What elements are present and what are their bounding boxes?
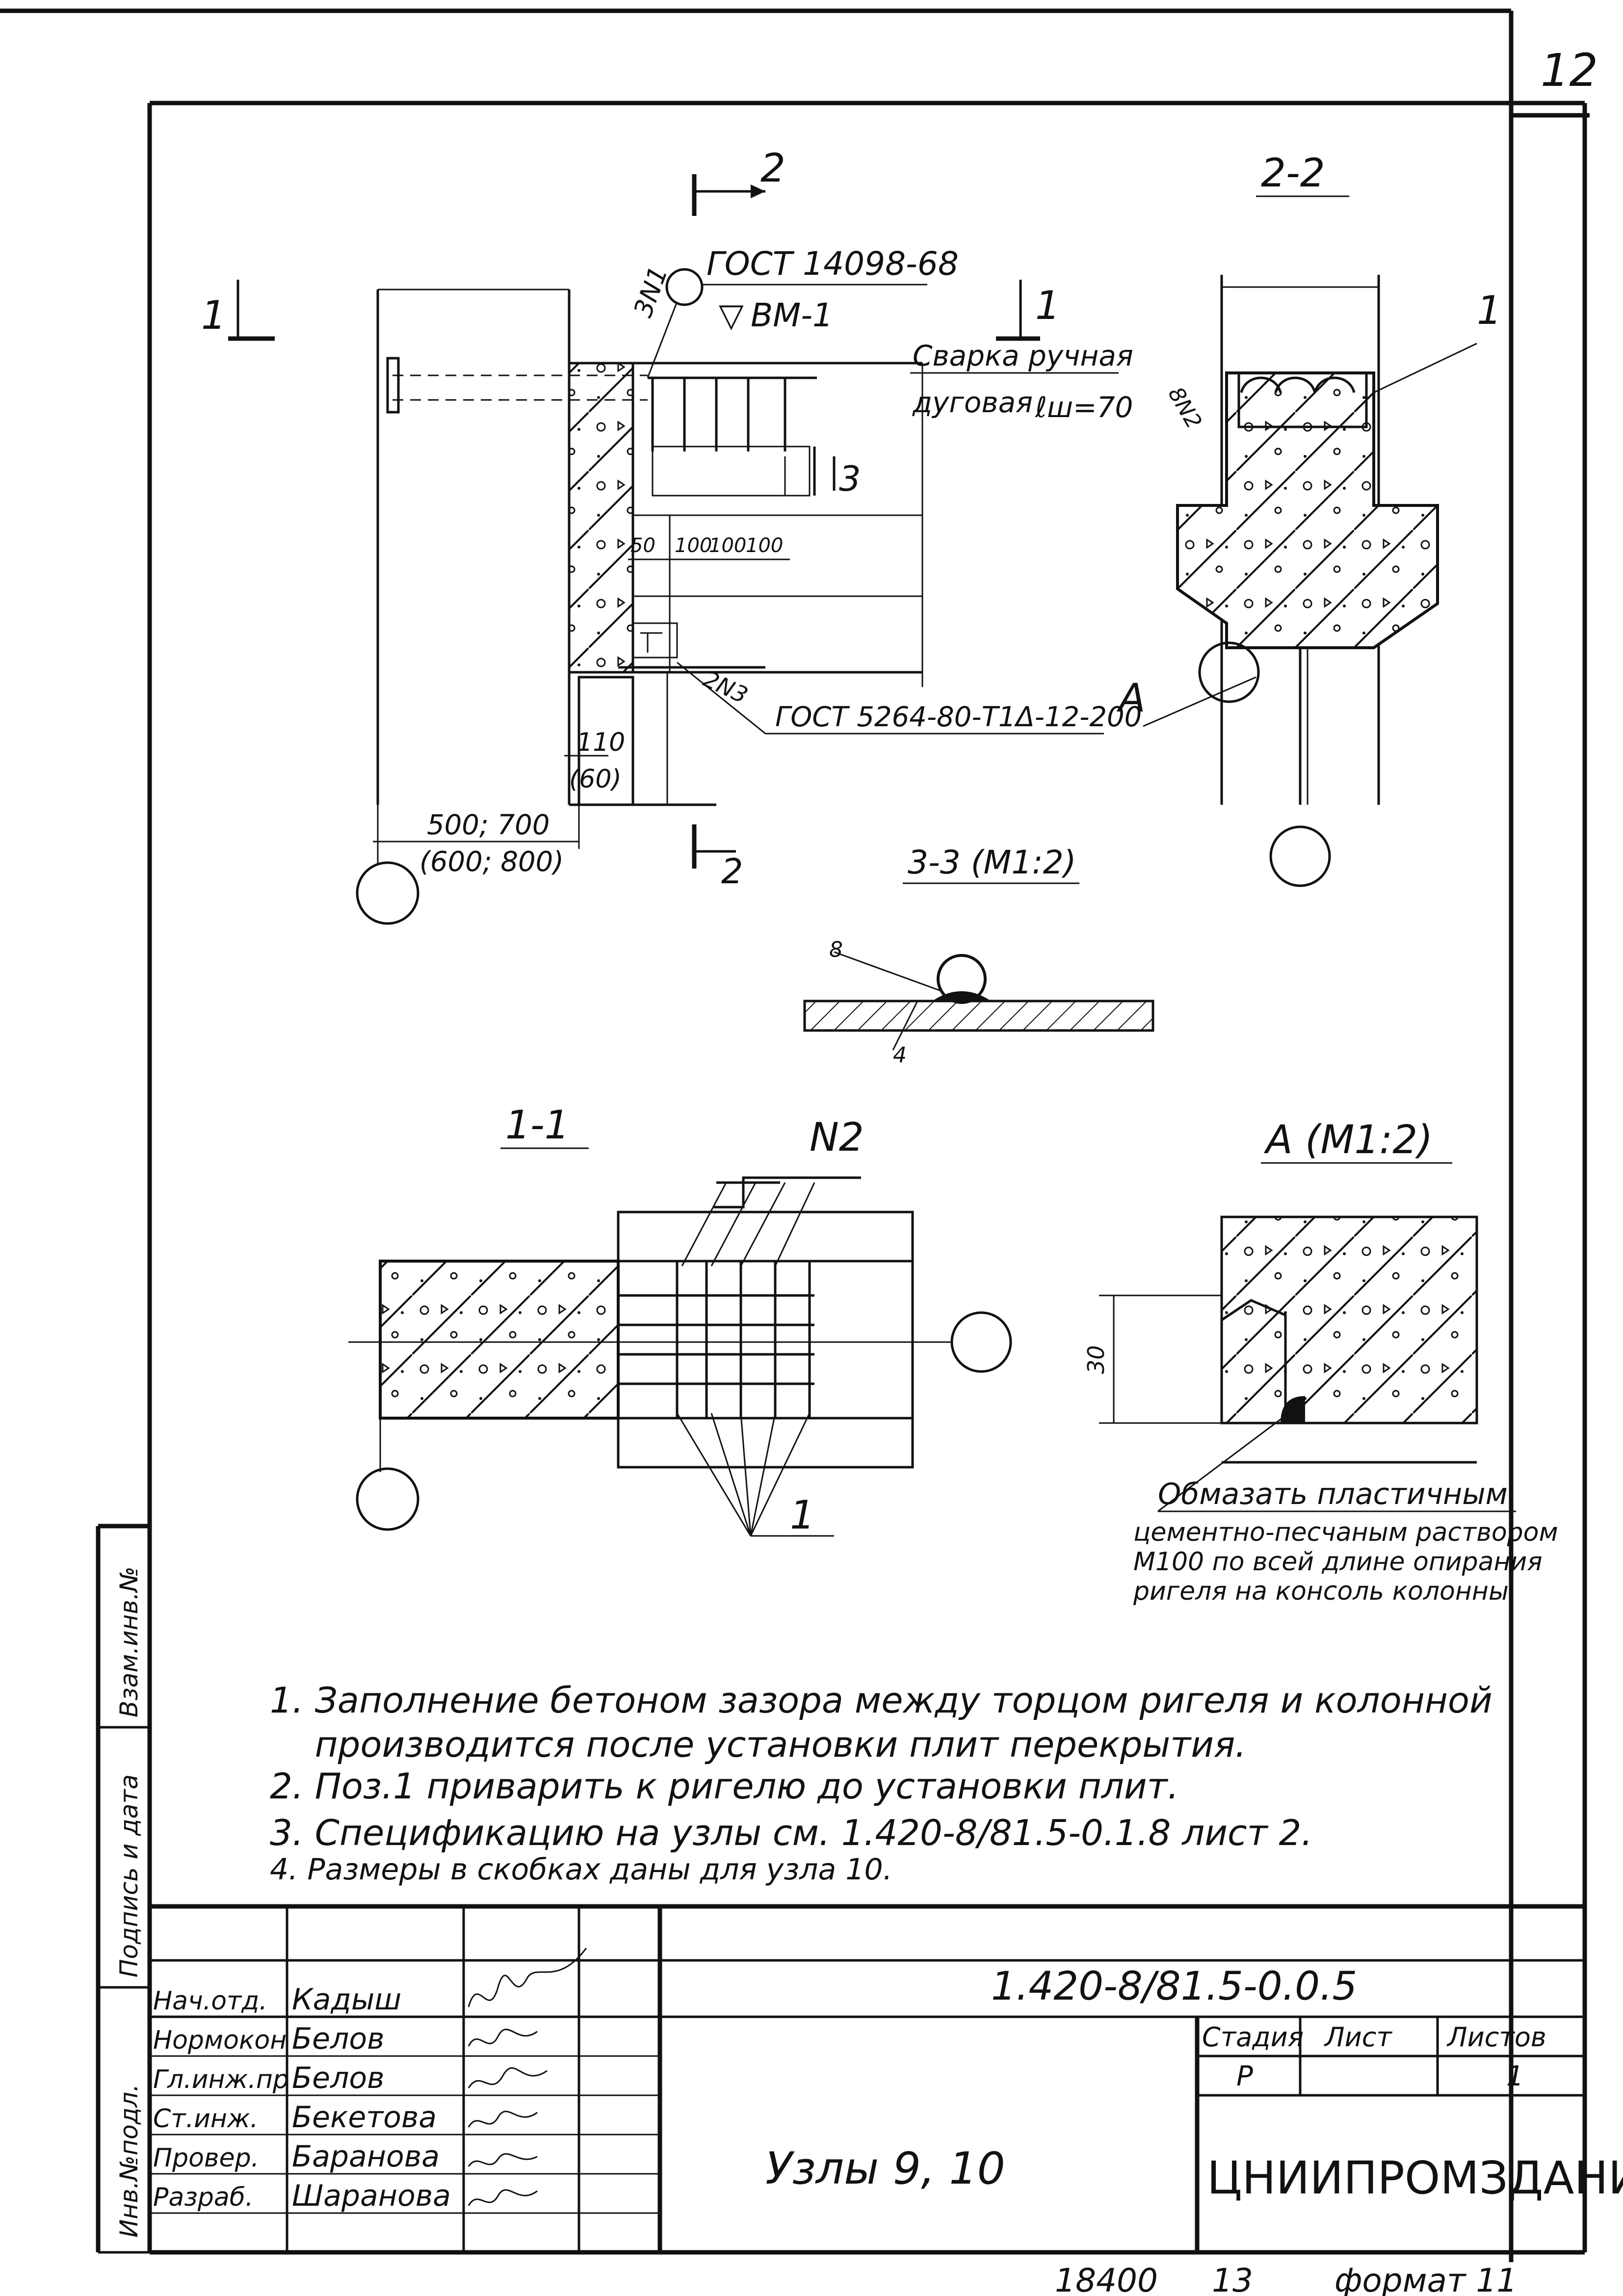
view-title-1-1: 1-1 <box>505 1102 570 1148</box>
dim-110: 110 <box>576 728 625 757</box>
section-label: 1 <box>201 292 226 338</box>
weld-callout-bottom: 2N3 ГОСТ 5264-80-Т1Δ-12-200 <box>699 665 1142 733</box>
weld-callout-top: ГОСТ 14098-68 ▽ ВМ-1 3N1 <box>628 245 959 378</box>
note-3: 3. Спецификацию на узлы см. 1.420-8/81.5… <box>270 1812 1312 1853</box>
dim-8: 8 <box>829 937 843 962</box>
bars-label-n2: N2 <box>810 1114 864 1160</box>
dim-spacing-1: 50 <box>630 534 655 557</box>
section-mark-2-top: 2 <box>692 145 785 216</box>
sheets-header: Листов <box>1446 2022 1546 2053</box>
elevation-view <box>356 289 1104 925</box>
general-notes: 1. Заполнение бетоном зазора между торцо… <box>270 1680 1492 1887</box>
dim-width-1: 500; 700 <box>427 809 550 841</box>
section-3-3-view: 3-3 (М1:2) 8 4 <box>803 844 1154 1068</box>
manual-weld-note: Сварка ручная дуговая ℓш=70 8N2 <box>910 339 1206 433</box>
note-1-cont: производится после установки плит перекр… <box>270 1724 1246 1765</box>
dim-spacing-3: 100 <box>709 534 746 557</box>
name-4: Баранова <box>292 2139 440 2174</box>
role-1: Нормокон <box>153 2026 287 2055</box>
role-4: Провер. <box>153 2143 259 2173</box>
drawing-title: Узлы 9, 10 <box>765 2143 1005 2194</box>
footer: 18400 13 формат 11 <box>1055 2262 1517 2296</box>
name-2: Белов <box>292 2061 385 2095</box>
section-label: 2 <box>760 145 785 191</box>
footer-format: формат 11 <box>1335 2262 1517 2296</box>
footer-count: 13 <box>1212 2262 1253 2296</box>
section-mark-1-left: 1 <box>201 280 275 341</box>
manual-weld-line-2: дуговая <box>912 386 1033 419</box>
weld-8n2: 8N2 <box>1163 383 1206 433</box>
weld-type: ВМ-1 <box>751 296 833 334</box>
note-A-line-2: цементно-песчаным раствором <box>1133 1518 1558 1547</box>
dim-width-2: (600; 800) <box>419 846 564 878</box>
name-1: Белов <box>292 2022 385 2056</box>
dim-spacing-2: 100 <box>675 534 712 557</box>
note-A-line-1: Обмазать пластичным <box>1158 1477 1508 1511</box>
section-2-2-view: 2-2 А 1 <box>1116 150 1502 887</box>
dim-4: 4 <box>893 1043 907 1068</box>
sheet-header: Лист <box>1324 2022 1392 2053</box>
document-code: 1.420-8/81.5-0.0.5 <box>991 1963 1357 2009</box>
role-0: Нач.отд. <box>153 1986 267 2016</box>
side-inv-no: Инв.№подл. <box>115 2084 143 2238</box>
role-5: Разраб. <box>153 2183 253 2212</box>
position-1: 1 <box>1477 288 1502 333</box>
title-block: 1.420-8/81.5-0.0.5 Узлы 9, 10 ЦНИИПРОМЗД… <box>150 1904 1623 2252</box>
view-title-2-2: 2-2 <box>1261 150 1325 196</box>
name-3: Бекетова <box>292 2100 437 2135</box>
section-label: 3 <box>839 459 861 499</box>
side-replace-inv: Взам.инв.№ <box>115 1566 143 1717</box>
organization-name: ЦНИИПРОМЗДАНИЙ <box>1207 2151 1623 2204</box>
signature-marks <box>468 1948 587 2206</box>
dim-60: (60) <box>569 765 622 794</box>
sheets-value: 1 <box>1506 2060 1524 2092</box>
position-1-bars: 1 <box>790 1492 815 1538</box>
note-4: 4. Размеры в скобках даны для узла 10. <box>270 1852 892 1887</box>
note-1: 1. Заполнение бетоном зазора между торцо… <box>270 1680 1492 1721</box>
section-label: 1 <box>1035 283 1060 328</box>
detail-mark-A: А <box>1116 675 1146 721</box>
note-A-line-4: ригеля на консоль колонны <box>1133 1577 1509 1606</box>
dimension-labels: 50 100 100 100 110 (60) 500; 700 (600; 8… <box>419 534 783 878</box>
view-title-A: А (М1:2) <box>1263 1117 1433 1162</box>
role-2: Гл.инж.пр <box>153 2065 289 2094</box>
section-1-1-view: 1-1 N2 1 <box>348 1102 1012 1538</box>
manual-weld-line-1: Сварка ручная <box>913 339 1133 372</box>
weld-length: ℓш=70 <box>1035 391 1133 424</box>
weld-type-label: ▽ <box>719 296 744 334</box>
detail-A-view: А (М1:2) 30 Обмазать пластичным цементно… <box>1083 1117 1558 1606</box>
page-number: 12 <box>1541 44 1598 97</box>
dim-spacing-4: 100 <box>746 534 783 557</box>
gost-weld-bottom: ГОСТ 5264-80-Т1Δ-12-200 <box>775 701 1142 733</box>
sheet-frame <box>0 8 1590 2262</box>
stage-value: Р <box>1236 2060 1253 2092</box>
side-signature-date: Подпись и дата <box>115 1774 143 1978</box>
stage-header: Стадия <box>1202 2022 1304 2053</box>
note-2: 2. Поз.1 приварить к ригелю до установки… <box>270 1766 1178 1807</box>
section-mark-3: 3 <box>813 447 861 499</box>
name-0: Кадыш <box>292 1982 401 2017</box>
section-label: 2 <box>721 851 743 892</box>
dim-30: 30 <box>1083 1345 1109 1374</box>
role-3: Ст.инж. <box>153 2104 258 2134</box>
side-stamp: Взам.инв.№ Подпись и дата Инв.№подл. <box>96 1524 150 2254</box>
section-mark-2-bottom: 2 <box>692 824 743 892</box>
footer-number: 18400 <box>1055 2262 1158 2296</box>
view-title-3-3: 3-3 (М1:2) <box>908 844 1076 881</box>
note-A-line-3: М100 по всей длине опирания <box>1133 1547 1543 1577</box>
gost-weld-top: ГОСТ 14098-68 <box>707 245 959 283</box>
section-mark-1-right: 1 <box>996 280 1060 341</box>
name-5: Шаранова <box>292 2179 451 2213</box>
